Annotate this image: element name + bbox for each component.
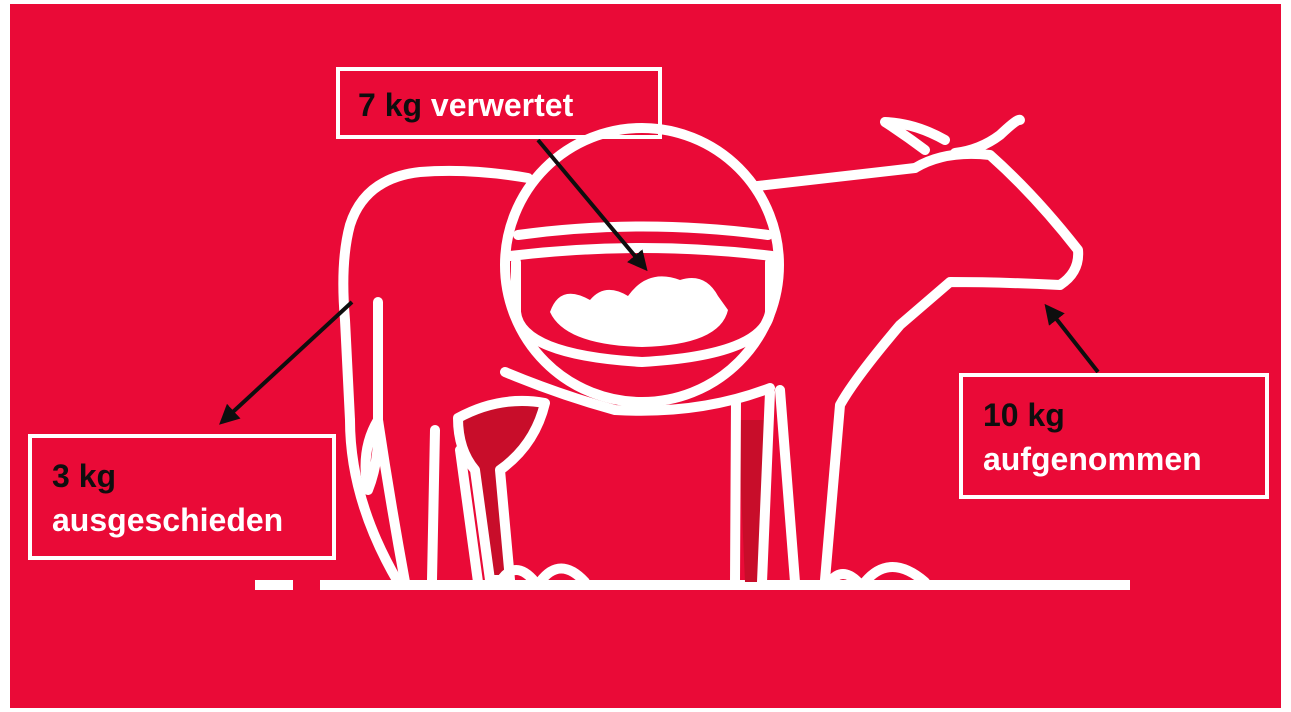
- label-ausgeschieden: 3 kg ausgeschieden: [28, 434, 336, 560]
- text-verwertet: verwertet: [431, 87, 573, 123]
- amount-aufgenommen: 10 kg: [983, 393, 1265, 437]
- text-ausgeschieden: ausgeschieden: [52, 498, 332, 542]
- text-aufgenommen: aufgenommen: [983, 437, 1265, 481]
- amount-verwertet: 7 kg: [358, 87, 422, 123]
- label-verwertet: 7 kg verwertet: [336, 67, 662, 139]
- label-aufgenommen: 10 kg aufgenommen: [959, 373, 1269, 499]
- amount-ausgeschieden: 3 kg: [52, 454, 332, 498]
